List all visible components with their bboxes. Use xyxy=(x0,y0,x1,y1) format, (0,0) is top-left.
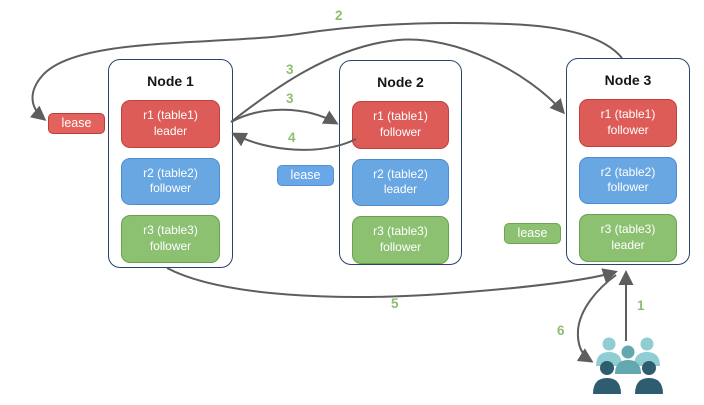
node-1-replica-r2: r2 (table2) follower xyxy=(121,157,220,206)
replica-role: leader xyxy=(383,182,418,197)
node-2: Node 2 r1 (table1) follower r2 (table2) … xyxy=(339,60,462,265)
lease-badge-red: lease xyxy=(48,113,105,134)
node-3-replica-r1: r1 (table1) follower xyxy=(579,99,677,147)
node-2-replica-r2: r2 (table2) leader xyxy=(352,158,449,207)
replica-role: leader xyxy=(153,123,188,138)
replica-name: r3 (table3) xyxy=(143,223,198,238)
node-2-replica-r3: r3 (table3) follower xyxy=(352,216,449,264)
node-3-replica-r3: r3 (table3) leader xyxy=(579,214,677,262)
node-3-replica-r2: r2 (table2) follower xyxy=(579,156,677,205)
user-group-icon xyxy=(593,337,663,394)
arrow-step-3-to-node2 xyxy=(230,108,339,125)
user-dark-left xyxy=(593,361,621,394)
step-label-6: 6 xyxy=(557,323,565,338)
lease-badge-blue: lease xyxy=(277,165,334,186)
replica-role: follower xyxy=(607,180,649,195)
step-label-5: 5 xyxy=(391,296,399,311)
user-light-right xyxy=(634,337,660,366)
step-label-2: 2 xyxy=(335,8,343,23)
step-label-1: 1 xyxy=(637,298,645,313)
replica-role: follower xyxy=(149,239,192,254)
step-label-3b: 3 xyxy=(286,91,294,106)
replica-role: follower xyxy=(607,122,649,137)
node-1: Node 1 r1 (table1) leader r2 (table2) fo… xyxy=(108,59,233,268)
user-mid-center xyxy=(615,345,641,374)
node-3: Node 3 r1 (table1) follower r2 (table2) … xyxy=(566,58,690,265)
node-1-title: Node 1 xyxy=(147,73,194,89)
lease-badge-green: lease xyxy=(504,223,561,244)
arrow-step-5 xyxy=(166,267,618,298)
replica-name: r3 (table3) xyxy=(600,222,656,237)
replica-name: r1 (table1) xyxy=(143,108,198,122)
step-label-3a: 3 xyxy=(286,62,294,77)
node-2-replica-r1: r1 (table1) follower xyxy=(352,101,449,149)
replica-name: r3 (table3) xyxy=(373,224,428,239)
replica-name: r1 (table1) xyxy=(373,109,428,123)
replica-name: r2 (table2) xyxy=(600,164,656,179)
replica-name: r1 (table1) xyxy=(600,107,656,121)
replica-name: r2 (table2) xyxy=(143,165,198,180)
replica-role: leader xyxy=(611,238,645,253)
replica-role: follower xyxy=(379,124,422,139)
user-dark-right xyxy=(635,361,663,394)
node-3-title: Node 3 xyxy=(604,72,652,88)
node-1-replica-r3: r3 (table3) follower xyxy=(121,215,220,263)
node-2-title: Node 2 xyxy=(377,74,424,90)
step-label-4: 4 xyxy=(288,130,296,145)
replica-role: follower xyxy=(379,240,422,255)
node-1-replica-r1: r1 (table1) leader xyxy=(121,100,220,148)
replica-name: r2 (table2) xyxy=(373,166,428,181)
replica-role: follower xyxy=(149,181,192,196)
